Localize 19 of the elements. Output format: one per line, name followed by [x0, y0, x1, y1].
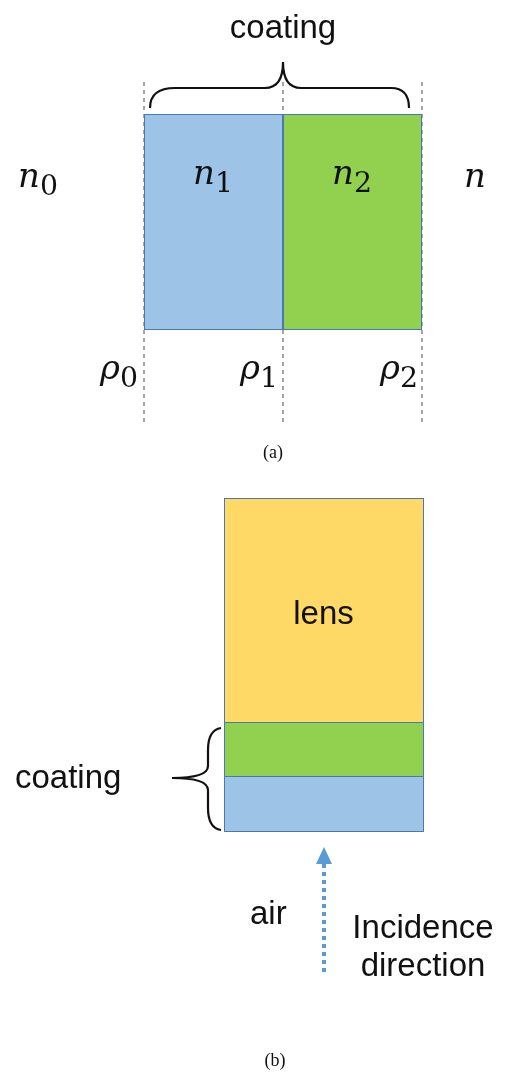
text-label: lens: [293, 594, 354, 632]
math-symbol: ρ$_{0}$: [99, 350, 138, 393]
text-label: coating: [229, 8, 337, 46]
math-symbol: n$_{0}$: [18, 158, 58, 201]
figure-caption: (a): [263, 443, 283, 461]
math-symbol: n$_{2}$: [332, 155, 372, 198]
coating-layer: [224, 722, 424, 777]
math-symbol: n: [464, 158, 486, 192]
layer-block: [283, 114, 422, 330]
coating-layer: [224, 776, 424, 832]
math-symbol: ρ$_{1}$: [239, 350, 278, 393]
figure-caption: (b): [264, 1051, 286, 1069]
text-label: coating: [15, 758, 122, 796]
text-label: air: [250, 894, 287, 932]
math-symbol: n$_{1}$: [193, 155, 233, 198]
lens-block: [224, 498, 424, 723]
layer-block: [144, 114, 283, 330]
text-label: Incidence direction: [351, 908, 495, 984]
math-symbol: ρ$_{2}$: [379, 350, 418, 393]
